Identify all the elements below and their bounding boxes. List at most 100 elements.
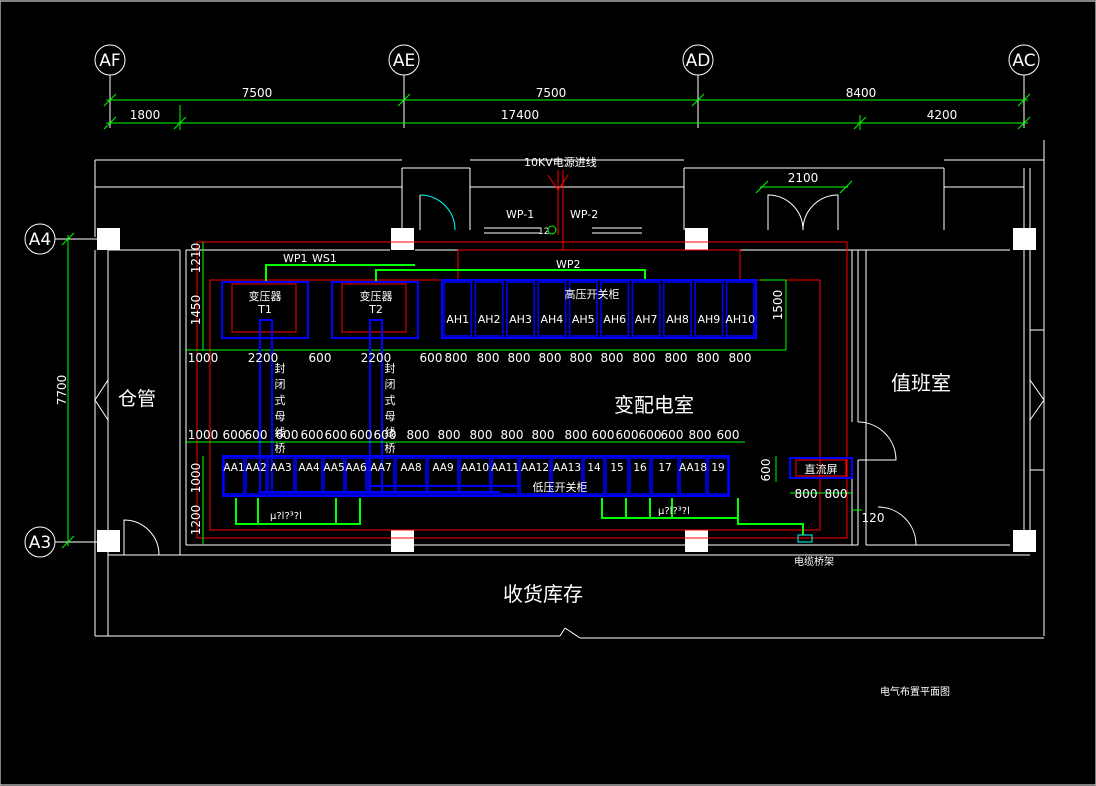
lv-cabinet-label: AA5 [323, 462, 344, 474]
lv-cabinet [629, 457, 651, 495]
hv-cabinet-label: AH3 [509, 313, 532, 326]
dim-lv-row: 600 [223, 428, 246, 442]
room-duty-label: 值班室 [891, 371, 951, 395]
dim-lv-row: 600 [661, 428, 684, 442]
dim-lv-row: 800 [470, 428, 493, 442]
dim-lv-row: 600 [374, 428, 397, 442]
label-wp1: WP1 [283, 252, 308, 265]
dim-lv-row: 1000 [188, 428, 219, 442]
lv-cabinet [223, 457, 245, 495]
lv-cabinet-label: AA7 [370, 462, 391, 474]
axis-label-af: AF [99, 51, 120, 71]
label-incoming: 10KV电源进线 [524, 155, 597, 169]
hv-cabinet [725, 281, 755, 337]
hv-cabinet [506, 281, 535, 337]
dim-dc-1: 600 [759, 459, 773, 482]
dim-transformer-row: 800 [665, 351, 688, 365]
dim-lv-row: 600 [592, 428, 615, 442]
lv-cabinet-label: AA2 [245, 462, 266, 474]
transformer-t2: 变压器 T2 [331, 281, 419, 339]
dim-t-2: 1450 [189, 295, 203, 326]
left-dimension [61, 232, 75, 549]
structural-columns [97, 228, 1036, 552]
lv-cabinet [491, 457, 519, 495]
dim-lv-row: 600 [616, 428, 639, 442]
dim-lv-row: 600 [350, 428, 373, 442]
dim-transformer-row: 2200 [248, 351, 279, 365]
dim-top-6: 4200 [927, 108, 958, 122]
lv-cabinet [651, 457, 679, 495]
busbar-char: 桥 [275, 442, 286, 455]
dim-top-4: 1800 [130, 108, 161, 122]
lv-cabinet-label: AA18 [679, 462, 707, 474]
lv-cabinet-label: 15 [610, 462, 623, 474]
hv-cabinet-label: AH8 [666, 313, 689, 326]
dim-transformer-row: 600 [309, 351, 332, 365]
t1-label-1: 变压器 [249, 289, 282, 303]
lv-cabinet-label: AA1 [223, 462, 244, 474]
busbar-char: 式 [385, 394, 396, 407]
hv-cabinet [600, 281, 630, 337]
dim-lv-row: 800 [532, 428, 555, 442]
dim-lv-row: 800 [407, 428, 430, 442]
busbar-char: 线 [275, 425, 286, 439]
lv-cabinet [583, 457, 605, 495]
hv-cabinet [631, 281, 661, 337]
hv-cabinet [694, 281, 724, 337]
dim-lv-row: 600 [639, 428, 662, 442]
lv-cabinet-label: AA4 [298, 462, 320, 474]
lv-cabinet [605, 457, 629, 495]
t1-label-2: T1 [257, 303, 272, 316]
dim-dc-3: 800 [825, 487, 848, 501]
dc-panel-label: 直流屏 [805, 462, 838, 476]
lv-title: 低压开关柜 [533, 480, 588, 494]
axis-label-ae: AE [393, 51, 415, 71]
dim-lv-row: 800 [438, 428, 461, 442]
lv-cabinet-label: 14 [587, 462, 601, 474]
lv-cabinet-label: AA12 [521, 462, 549, 474]
cable-routes-top [265, 264, 646, 282]
hv-cabinet-label: AH7 [635, 313, 658, 326]
node-marker [547, 225, 557, 235]
hv-cabinet [568, 281, 598, 337]
lv-cabinet [345, 457, 367, 495]
dim-top-5: 17400 [501, 108, 539, 122]
lv-cabinet-label: AA13 [553, 462, 581, 474]
lv-cabinet [519, 457, 551, 495]
room-main-label: 变配电室 [614, 393, 694, 417]
axis-label-a3: A3 [29, 533, 51, 553]
lv-cabinet-label: AA6 [345, 462, 367, 474]
dim-transformer-row: 800 [633, 351, 656, 365]
doors [123, 194, 1044, 556]
dim-transformer-row: 800 [729, 351, 752, 365]
cable-routes-bottom [235, 498, 804, 535]
label-12: 12 [538, 227, 549, 237]
busbar-char: 线 [385, 425, 396, 439]
dim-top-1: 7500 [242, 86, 273, 100]
top-dimension-lines [103, 93, 1031, 130]
hv-title: 高压开关柜 [565, 287, 620, 301]
busbar-char: 桥 [385, 442, 396, 455]
busbar-char: 封 [275, 361, 286, 375]
lv-cabinet [679, 457, 707, 495]
transformer-dimensions [185, 242, 787, 351]
dim-transformer-row: 800 [477, 351, 500, 365]
dim-lv-left-2: 1200 [189, 505, 203, 536]
hv-cabinet-label: AH4 [541, 313, 564, 326]
hv-cabinet-frame [441, 279, 757, 339]
dim-transformer-row: 800 [601, 351, 624, 365]
label-wp2: WP2 [556, 258, 581, 271]
dim-transformer-row: 1000 [188, 351, 219, 365]
busbar-char: 母 [275, 410, 286, 423]
dim-lv-row: 600 [276, 428, 299, 442]
lv-cabinet [367, 457, 395, 495]
hv-cabinet [443, 281, 473, 337]
garbled-label-2: μ?l?³?l [658, 506, 690, 517]
